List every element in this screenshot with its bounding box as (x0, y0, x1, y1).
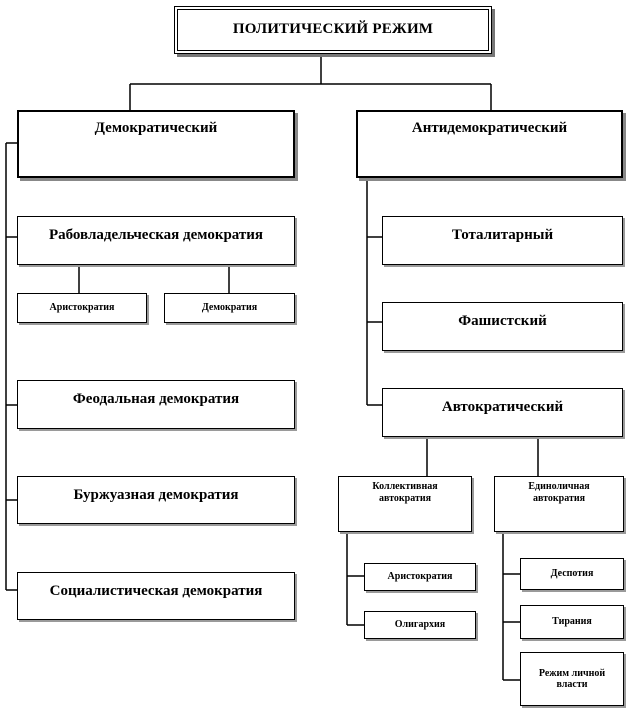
autocratic-box: Автократический (382, 388, 623, 437)
individual-autocracy-label: Единоличная автократия (528, 481, 590, 504)
collective-autocracy-label: Коллективная автократия (372, 481, 438, 504)
root-title: ПОЛИТИЧЕСКИЙ РЕЖИМ (232, 21, 434, 38)
tyranny-label: Тирания (552, 616, 592, 628)
oligarchy-box: Олигархия (364, 611, 476, 639)
individual-autocracy-box: Единоличная автократия (494, 476, 624, 532)
antidemocratic-box: Антидемократический (356, 110, 623, 178)
personal-power-box: Режим личной власти (520, 652, 624, 706)
autocratic-label: Автократический (441, 399, 564, 415)
tyranny-box: Тирания (520, 605, 624, 639)
feudal-democracy-label: Феодальная демократия (72, 391, 240, 407)
slave-democracy-box: Рабовладельческая демократия (17, 216, 295, 265)
bourgeois-democracy-box: Буржуазная демократия (17, 476, 295, 524)
collective-aristocracy-label: Аристократия (387, 571, 453, 583)
antidemocratic-label: Антидемократический (411, 120, 568, 136)
slave-aristocracy-box: Аристократия (17, 293, 147, 323)
socialist-democracy-box: Социалистическая демократия (17, 572, 295, 620)
oligarchy-label: Олигархия (394, 619, 446, 631)
personal-power-label: Режим личной власти (538, 667, 606, 691)
despotism-box: Деспотия (520, 558, 624, 590)
slave-democracy-label: Рабовладельческая демократия (48, 227, 264, 243)
democratic-label: Демократический (94, 120, 218, 136)
slave-democracy-sub-label: Демократия (201, 302, 258, 314)
slave-democracy-sub-box: Демократия (164, 293, 295, 323)
totalitarian-label: Тоталитарный (451, 227, 554, 243)
slave-aristocracy-label: Аристократия (49, 302, 115, 314)
bourgeois-democracy-label: Буржуазная демократия (73, 487, 239, 503)
totalitarian-box: Тоталитарный (382, 216, 623, 265)
fascist-box: Фашистский (382, 302, 623, 351)
socialist-democracy-label: Социалистическая демократия (49, 583, 263, 599)
despotism-label: Деспотия (550, 568, 594, 580)
root-title-box: ПОЛИТИЧЕСКИЙ РЕЖИМ (174, 6, 492, 54)
collective-aristocracy-box: Аристократия (364, 563, 476, 591)
fascist-label: Фашистский (458, 313, 547, 329)
collective-autocracy-box: Коллективная автократия (338, 476, 472, 532)
democratic-box: Демократический (17, 110, 295, 178)
feudal-democracy-box: Феодальная демократия (17, 380, 295, 429)
